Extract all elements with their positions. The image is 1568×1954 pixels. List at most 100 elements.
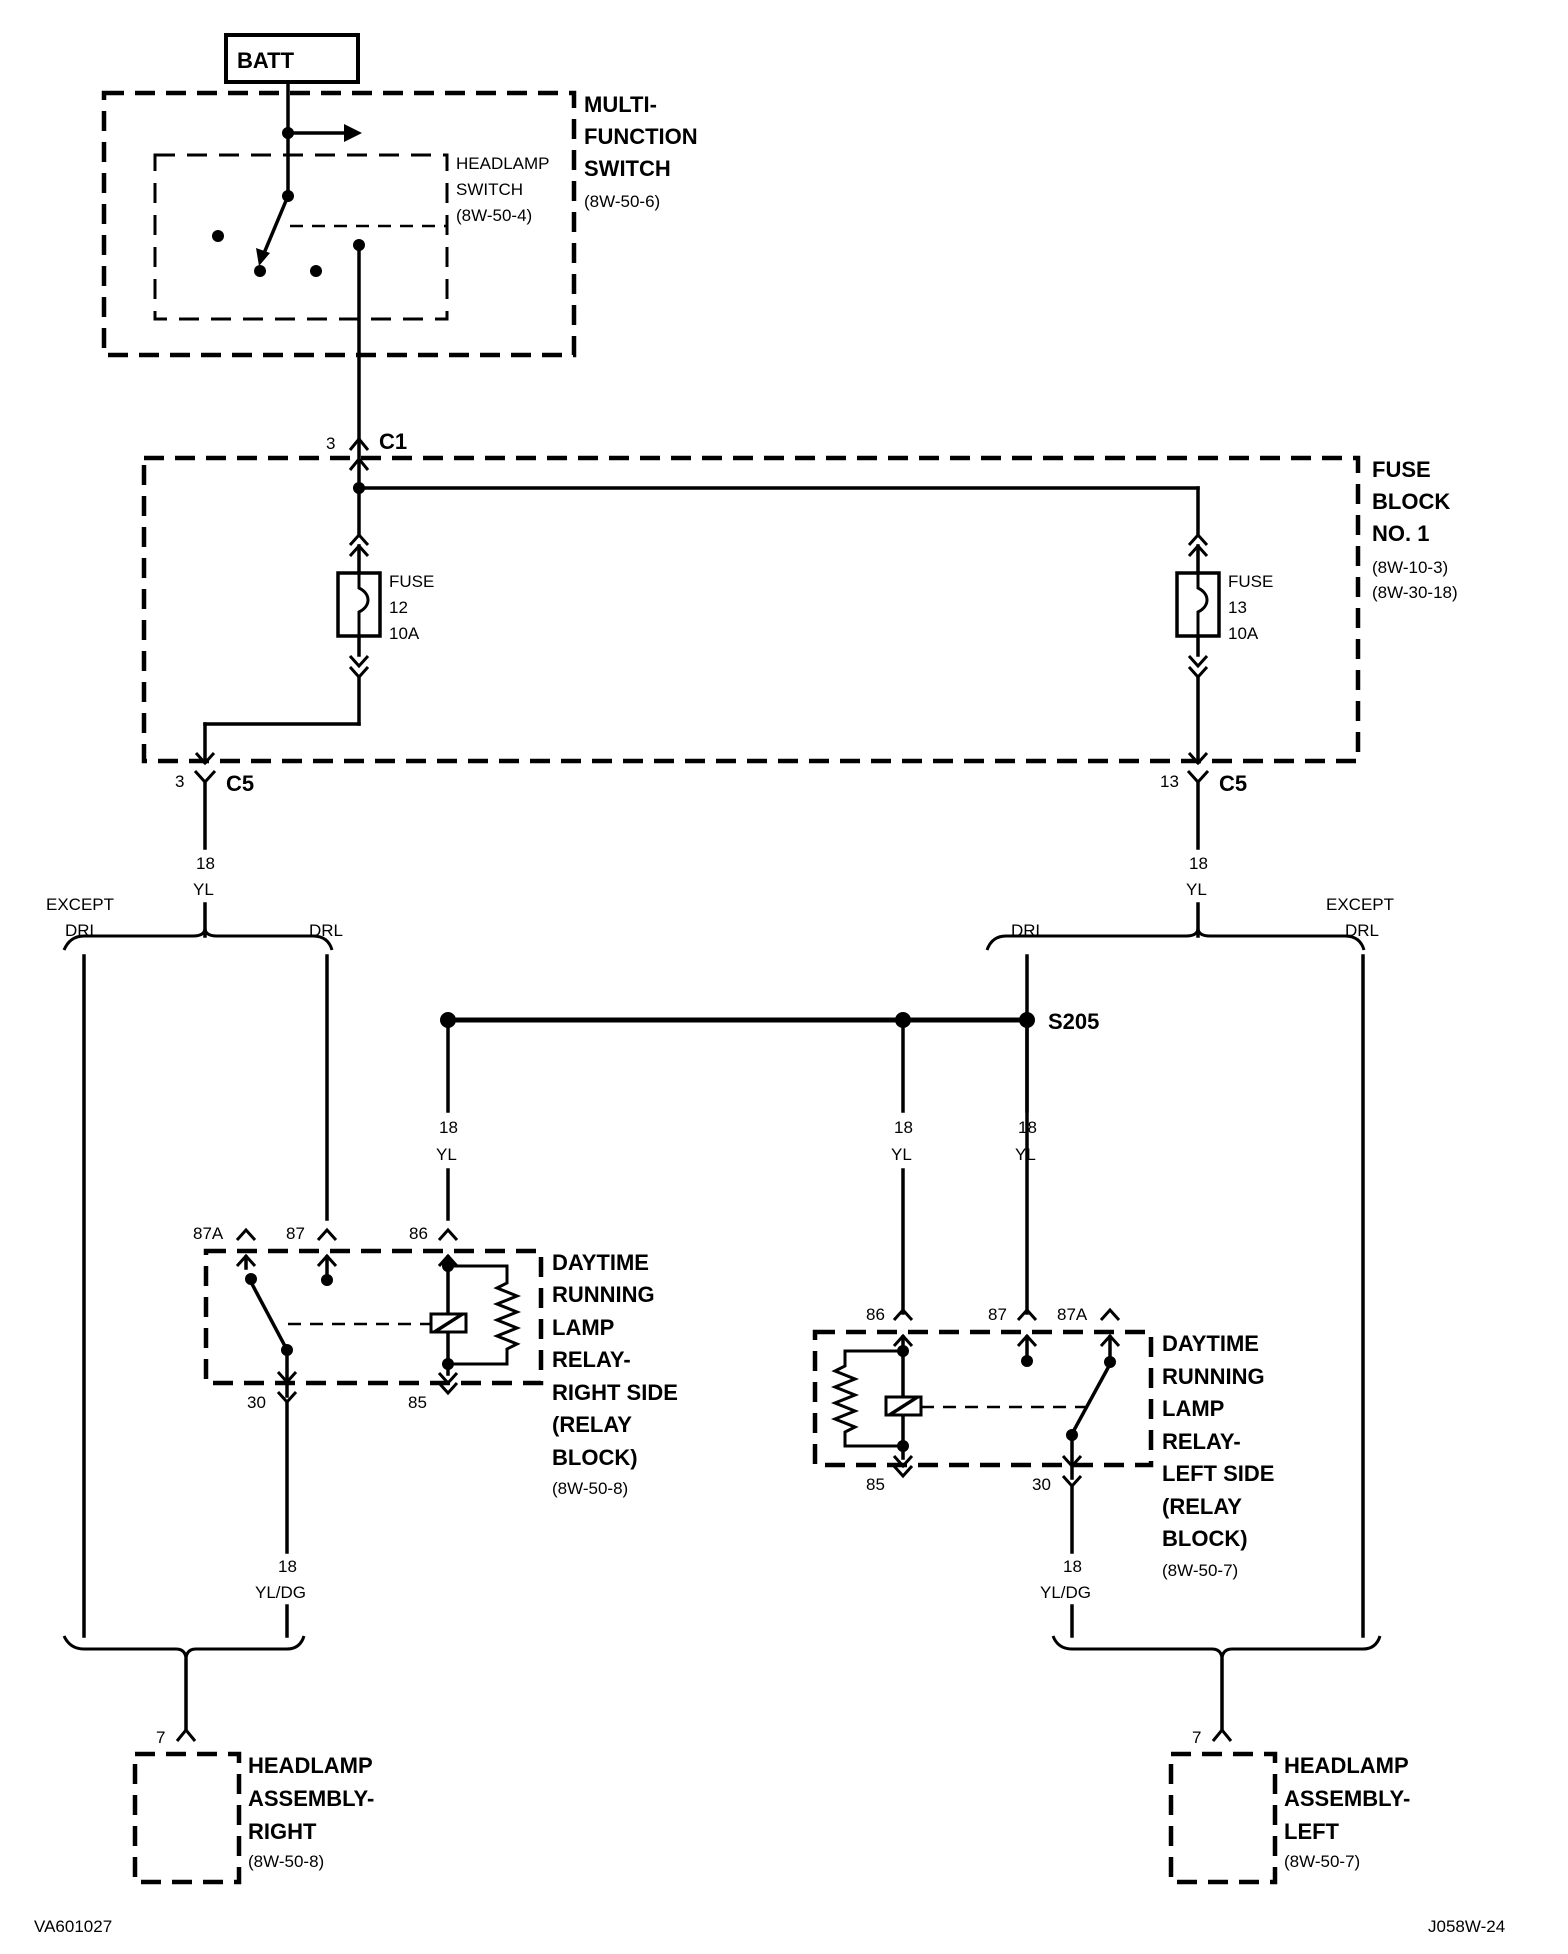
wire-color: YL (436, 1145, 457, 1164)
branch-drl-label: DRL (1011, 921, 1045, 940)
pin-87a-label: 87A (193, 1224, 224, 1243)
c5-right-pin: 13 (1160, 772, 1179, 791)
branch-except-label: DRL (1345, 921, 1379, 940)
pin-87-label: 87 (286, 1224, 305, 1243)
relay-right-side: 87A 87 86 85 30 18 YL/DG DAYTIME (193, 1224, 678, 1638)
pin-87a-label: 87A (1057, 1305, 1088, 1324)
relay-right-label: RUNNING (552, 1282, 655, 1307)
fuse-block: 3 C1 FUSE 12 10A FUSE 13 10A FUSE BL (141, 429, 1458, 766)
fuse-block-ref: (8W-30-18) (1372, 583, 1458, 602)
headlamp-switch-label: HEADLAMP (456, 154, 550, 173)
coil-bottom-dot (897, 1440, 909, 1452)
headlamp-assembly-right: 7 HEADLAMP ASSEMBLY- RIGHT (8W-50-8) (132, 1727, 374, 1885)
fuse13-number: 13 (1228, 598, 1247, 617)
pin-85-label: 85 (866, 1475, 885, 1494)
suppression-resistor (448, 1264, 522, 1366)
pin-85-label: 85 (408, 1393, 427, 1412)
wire-gauge: 18 (894, 1118, 913, 1137)
pin-87a-connector (235, 1227, 257, 1242)
contact-87a-dot (1104, 1356, 1116, 1368)
fuse13-label: FUSE (1228, 572, 1273, 591)
internal-connector (348, 456, 370, 471)
pin-85-connector (437, 1381, 459, 1396)
pin-87a-connector (1099, 1307, 1121, 1322)
branch-drl-label: DRL (309, 921, 343, 940)
fuse12-element (357, 573, 370, 636)
pin-87-connector (1016, 1307, 1038, 1322)
footer-left-code: VA601027 (34, 1917, 112, 1936)
arrow-right-icon (344, 124, 362, 142)
fuse-block-label: FUSE (1372, 457, 1431, 482)
branch-brace-right (985, 927, 1366, 951)
headlamp-assembly-left: 7 HEADLAMP ASSEMBLY- LEFT (8W-50-7) (1168, 1727, 1410, 1885)
fuse12-bottom-connector (348, 654, 370, 680)
relay-left-label: BLOCK) (1162, 1526, 1248, 1551)
pin-85-connector (892, 1454, 914, 1469)
branch-except-label: DRL (65, 921, 99, 940)
relay-left-label: (RELAY (1162, 1494, 1242, 1519)
battery-source: BATT (224, 33, 360, 84)
merge-brace-right-headlamp (62, 1635, 306, 1661)
headlamp-switch-box (153, 153, 449, 321)
wire-color: YL/DG (1040, 1583, 1091, 1602)
relay-right-label: LAMP (552, 1315, 614, 1340)
c1-label: C1 (379, 429, 407, 454)
headlamp-left-label: ASSEMBLY- (1284, 1786, 1410, 1811)
fuse13-rating: 10A (1228, 624, 1259, 643)
contact-87-dot (1021, 1355, 1033, 1367)
wire-gauge: 18 (1018, 1118, 1037, 1137)
fuse-block-box (141, 455, 1361, 764)
relay-right-ref: (8W-50-8) (552, 1479, 628, 1498)
pin-30-connector (276, 1370, 298, 1385)
relay-left-label: DAYTIME (1162, 1331, 1259, 1356)
footer-right-code: J058W-24 (1428, 1917, 1505, 1936)
relay-right-label: DAYTIME (552, 1250, 649, 1275)
splice-s205: S205 18 YL 18 YL 18 YL (436, 1009, 1099, 1315)
pin-86-connector (892, 1307, 914, 1322)
relay-left-label: LAMP (1162, 1396, 1224, 1421)
fuse-block-label: NO. 1 (1372, 521, 1429, 546)
c5-right-label: C5 (1219, 771, 1247, 796)
right-feed: 18 YL EXCEPT DRL DRL (985, 780, 1394, 1638)
headlamp-left-ref: (8W-50-7) (1284, 1852, 1360, 1871)
c1-pin: 3 (326, 434, 335, 453)
merge-brace-left-headlamp (1051, 1635, 1382, 1661)
headlamp-right-label: ASSEMBLY- (248, 1786, 374, 1811)
c5-left-label: C5 (226, 771, 254, 796)
wire-gauge: 18 (278, 1557, 297, 1576)
relay-left-ref: (8W-50-7) (1162, 1561, 1238, 1580)
headlamp-switch-ref: (8W-50-4) (456, 206, 532, 225)
pin-30-label: 30 (247, 1393, 266, 1412)
pin-86-connector (437, 1227, 459, 1242)
coil-bottom-dot (442, 1358, 454, 1370)
contact-87a-dot (245, 1273, 257, 1285)
pin-85-connector (892, 1464, 914, 1479)
headlamp-left-label: HEADLAMP (1284, 1753, 1409, 1778)
batt-label: BATT (237, 48, 295, 73)
wire-color: YL (1186, 880, 1207, 899)
multifunction-switch-label: MULTI- (584, 92, 657, 117)
pin-30-label: 30 (1032, 1475, 1051, 1494)
relay-left-label: RUNNING (1162, 1364, 1265, 1389)
contact-87-dot (321, 1274, 333, 1286)
wire-color: YL (1015, 1145, 1036, 1164)
relay-left-box (812, 1329, 1154, 1468)
headlamp-right-ref: (8W-50-8) (248, 1852, 324, 1871)
headlamp-right-pin: 7 (156, 1728, 165, 1747)
merge-braces (62, 1635, 1382, 1732)
relay-left-label: LEFT SIDE (1162, 1461, 1274, 1486)
headlamp-left-label: LEFT (1284, 1819, 1340, 1844)
relay-right-label: BLOCK) (552, 1445, 638, 1470)
pin-87-connector (316, 1227, 338, 1242)
branch-except-label: EXCEPT (46, 895, 114, 914)
pin-7-connector (175, 1727, 197, 1742)
batt-box (224, 33, 360, 84)
fuse-block-label: BLOCK (1372, 489, 1450, 514)
pin-86-label: 86 (866, 1305, 885, 1324)
fuse12-number: 12 (389, 598, 408, 617)
splice-label: S205 (1048, 1009, 1099, 1034)
wire-color: YL/DG (255, 1583, 306, 1602)
multifunction-switch-ref: (8W-50-6) (584, 192, 660, 211)
left-feed: 18 YL EXCEPT DRL DRL (46, 780, 343, 1638)
